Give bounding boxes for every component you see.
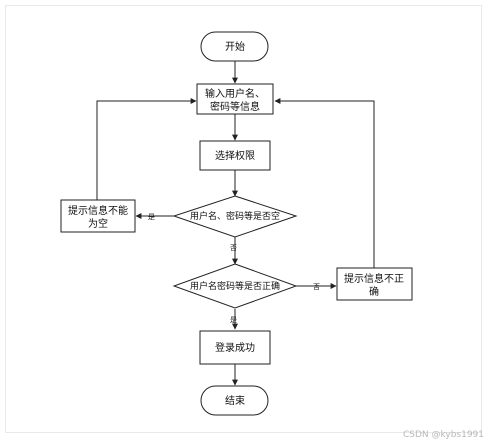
diagram-frame <box>5 5 482 433</box>
edge-label-empty-no: 否 <box>230 244 237 252</box>
node-select: 选择权限 <box>199 140 271 171</box>
edge-labels: 是 否 否 是 <box>148 213 320 324</box>
node-empty-tip: 提示信息不能 为空 <box>60 199 136 233</box>
node-start-label: 开始 <box>225 40 245 53</box>
node-check-correct: 用户名密码等是否正确 <box>172 263 298 309</box>
node-input-label-line1: 输入用户名、 <box>205 87 265 100</box>
node-success: 登录成功 <box>199 330 271 365</box>
watermark: CSDN @kybs1991 <box>402 430 484 440</box>
node-wrong-tip-line1: 提示信息不正 <box>344 272 404 285</box>
node-end: 结束 <box>200 385 269 416</box>
node-check-empty: 用户名、密码等是否空 <box>172 195 298 238</box>
edge-label-empty-yes: 是 <box>148 213 155 221</box>
node-input-label-line2: 密码等信息 <box>210 100 260 113</box>
edge-label-correct-yes: 是 <box>230 316 237 324</box>
node-end-label: 结束 <box>225 394 245 407</box>
node-wrong-tip-line2: 确 <box>369 285 379 298</box>
node-empty-tip-line2: 为空 <box>88 217 108 230</box>
node-empty-tip-line1: 提示信息不能 <box>68 204 128 217</box>
node-check-correct-label: 用户名密码等是否正确 <box>190 280 280 292</box>
edge-label-correct-no: 否 <box>313 283 320 291</box>
edge-empty-tip-loop <box>96 98 197 200</box>
node-check-empty-label: 用户名、密码等是否空 <box>190 210 280 222</box>
node-success-label: 登录成功 <box>215 341 255 354</box>
node-wrong-tip: 提示信息不正 确 <box>336 267 413 301</box>
node-select-label: 选择权限 <box>215 149 255 162</box>
node-start: 开始 <box>200 31 269 62</box>
edge-wrong-tip-loop <box>274 98 375 268</box>
node-input: 输入用户名、 密码等信息 <box>196 83 274 115</box>
connectors <box>96 61 375 386</box>
